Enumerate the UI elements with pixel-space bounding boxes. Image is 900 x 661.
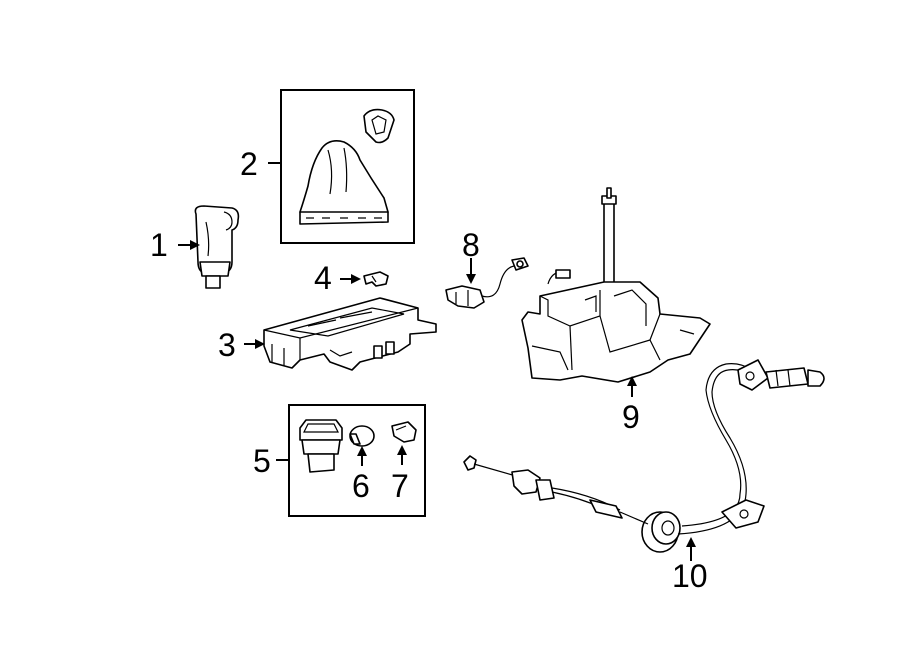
arrowhead-7	[397, 445, 407, 455]
callout-10: 10	[672, 558, 708, 594]
console-bracket-part	[263, 297, 437, 371]
shift-boot-part	[299, 108, 395, 225]
arrowhead-10	[686, 537, 696, 547]
shifter-assembly-part	[521, 187, 711, 383]
shift-knob-part	[194, 205, 240, 289]
clip-part	[363, 271, 389, 287]
callout-1: 1	[150, 227, 168, 263]
arrowhead-3	[255, 339, 265, 349]
bulb-part	[349, 425, 375, 447]
callout-7: 7	[391, 468, 409, 504]
callout-4: 4	[314, 260, 332, 296]
arrowhead-9	[627, 376, 637, 386]
arrowhead-4	[351, 274, 361, 284]
callout-8: 8	[462, 227, 480, 263]
callout-5: 5	[253, 443, 271, 479]
socket-part	[391, 421, 417, 443]
sensor-harness-part	[445, 257, 529, 309]
arrowhead-6	[357, 446, 367, 456]
arrowhead-1	[190, 240, 200, 250]
callout-6: 6	[352, 468, 370, 504]
shift-cable-part	[463, 359, 825, 553]
arrowhead-8	[466, 274, 476, 284]
callout-box-2	[280, 89, 415, 244]
callout-3: 3	[218, 327, 236, 363]
switch-part	[299, 419, 343, 473]
callout-2: 2	[240, 146, 258, 182]
callout-9: 9	[622, 399, 640, 435]
